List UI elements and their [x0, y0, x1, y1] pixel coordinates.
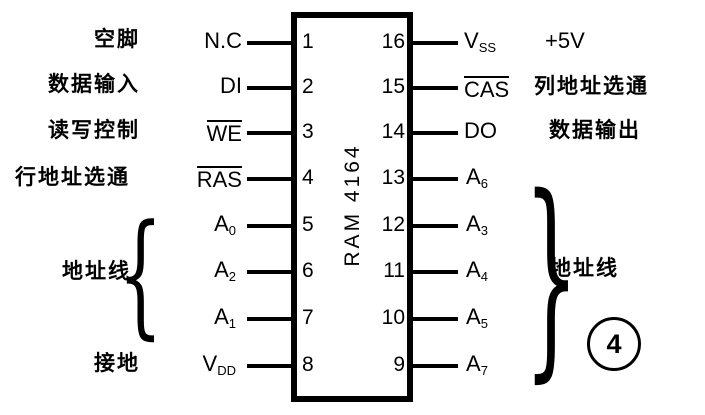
pin-number-10: 10 — [381, 306, 405, 329]
pin-signal-5-text: A — [214, 211, 229, 236]
left-address-group-brace: { — [118, 196, 163, 353]
pin-signal-5: A0 — [150, 211, 236, 238]
pin-signal-4: RAS — [140, 166, 242, 191]
pin-signal-12-sub: 3 — [480, 223, 488, 238]
pin-number-6: 6 — [302, 259, 314, 282]
pin-signal-3-text: WE — [206, 120, 242, 146]
pin-lead-15 — [410, 86, 458, 90]
pin-lead-14 — [410, 131, 458, 135]
pin-number-9: 9 — [393, 353, 405, 376]
pin-number-14: 14 — [381, 120, 405, 143]
pin-signal-1: N.C — [150, 30, 242, 52]
pin-annotation-16: +5V — [545, 28, 585, 53]
pin-signal-3: WE — [150, 120, 242, 145]
pin-signal-16: VSS — [464, 28, 497, 55]
pin-number-5: 5 — [302, 213, 314, 236]
pin-signal-7-text: A — [214, 304, 229, 329]
right-address-group-label: 地址线 — [550, 256, 619, 280]
pin-signal-9-text: A — [466, 351, 481, 376]
pin-lead-8 — [247, 364, 295, 368]
pin-number-12: 12 — [381, 213, 405, 236]
pin-signal-11-sub: 4 — [480, 269, 488, 284]
pin-number-7: 7 — [302, 306, 314, 329]
pin-lead-7 — [247, 317, 295, 321]
pin-signal-10-text: A — [466, 304, 481, 329]
pin-lead-13 — [410, 177, 458, 181]
pin-signal-7-sub: 1 — [228, 316, 236, 331]
pin-annotation-8: 接地 — [94, 351, 140, 375]
pin-annotation-4: 行地址选通 — [15, 165, 130, 189]
pin-number-1: 1 — [302, 30, 314, 53]
pin-signal-10: A5 — [466, 304, 488, 331]
pin-lead-2 — [247, 86, 295, 90]
pin-signal-6: A2 — [150, 257, 236, 284]
pin-lead-4 — [247, 177, 295, 181]
pin-annotation-15: 列地址选通 — [534, 74, 649, 98]
pin-signal-11: A4 — [466, 257, 488, 284]
pin-signal-14-text: DO — [464, 118, 497, 143]
pin-signal-16-sub: SS — [478, 40, 497, 55]
pin-signal-15: CAS — [464, 76, 510, 102]
right-address-group-brace: } — [524, 150, 579, 401]
pin-lead-11 — [410, 270, 458, 274]
pin-number-16: 16 — [381, 30, 405, 53]
pin-number-3: 3 — [302, 120, 314, 143]
pin-signal-13-text: A — [466, 164, 481, 189]
chip-part-label: RAM 4164 — [341, 143, 364, 267]
pin-signal-8-sub: DD — [217, 363, 236, 378]
pin-number-2: 2 — [302, 75, 314, 98]
pin-signal-8: VDD — [145, 351, 236, 378]
pin-lead-5 — [247, 224, 295, 228]
pin-number-8: 8 — [302, 353, 314, 376]
pin-annotation-3: 读写控制 — [48, 118, 140, 142]
pin-signal-12: A3 — [466, 211, 488, 238]
pin-lead-12 — [410, 224, 458, 228]
pin-signal-5-sub: 0 — [228, 223, 236, 238]
pin-annotation-1: 空脚 — [94, 27, 140, 51]
pin-number-13: 13 — [381, 166, 405, 189]
pin-lead-16 — [410, 41, 458, 45]
pin-signal-11-text: A — [466, 257, 481, 282]
pin-signal-7: A1 — [150, 304, 236, 331]
pin-signal-1-text: N.C — [204, 28, 242, 53]
chip-body-outline — [291, 12, 413, 402]
pin-number-4: 4 — [302, 166, 314, 189]
pin-lead-9 — [410, 364, 458, 368]
pin-lead-3 — [247, 131, 295, 135]
pin-number-15: 15 — [381, 75, 405, 98]
pin-signal-10-sub: 5 — [480, 316, 488, 331]
pin-signal-16-text: V — [464, 28, 479, 53]
figure-number-badge: 4 — [587, 317, 641, 371]
pin-signal-9: A7 — [466, 351, 488, 378]
pin-lead-1 — [247, 41, 295, 45]
pin-signal-2: DI — [150, 75, 242, 97]
pin-signal-13-sub: 6 — [480, 176, 488, 191]
pin-signal-13: A6 — [466, 164, 488, 191]
pin-signal-15-text: CAS — [464, 76, 510, 102]
pin-lead-10 — [410, 317, 458, 321]
pin-annotation-2: 数据输入 — [48, 72, 140, 96]
pin-signal-9-sub: 7 — [480, 363, 488, 378]
pin-signal-6-text: A — [214, 257, 229, 282]
pin-lead-6 — [247, 270, 295, 274]
pin-signal-2-text: DI — [220, 73, 242, 98]
pin-annotation-14: 数据输出 — [549, 118, 641, 142]
pin-signal-4-text: RAS — [196, 166, 242, 192]
pin-signal-8-text: V — [202, 351, 218, 376]
left-address-group-label: 地址线 — [62, 259, 131, 283]
pin-signal-12-text: A — [466, 211, 481, 236]
pin-signal-6-sub: 2 — [228, 269, 236, 284]
pin-signal-14: DO — [464, 120, 497, 142]
pin-number-11: 11 — [383, 259, 405, 282]
